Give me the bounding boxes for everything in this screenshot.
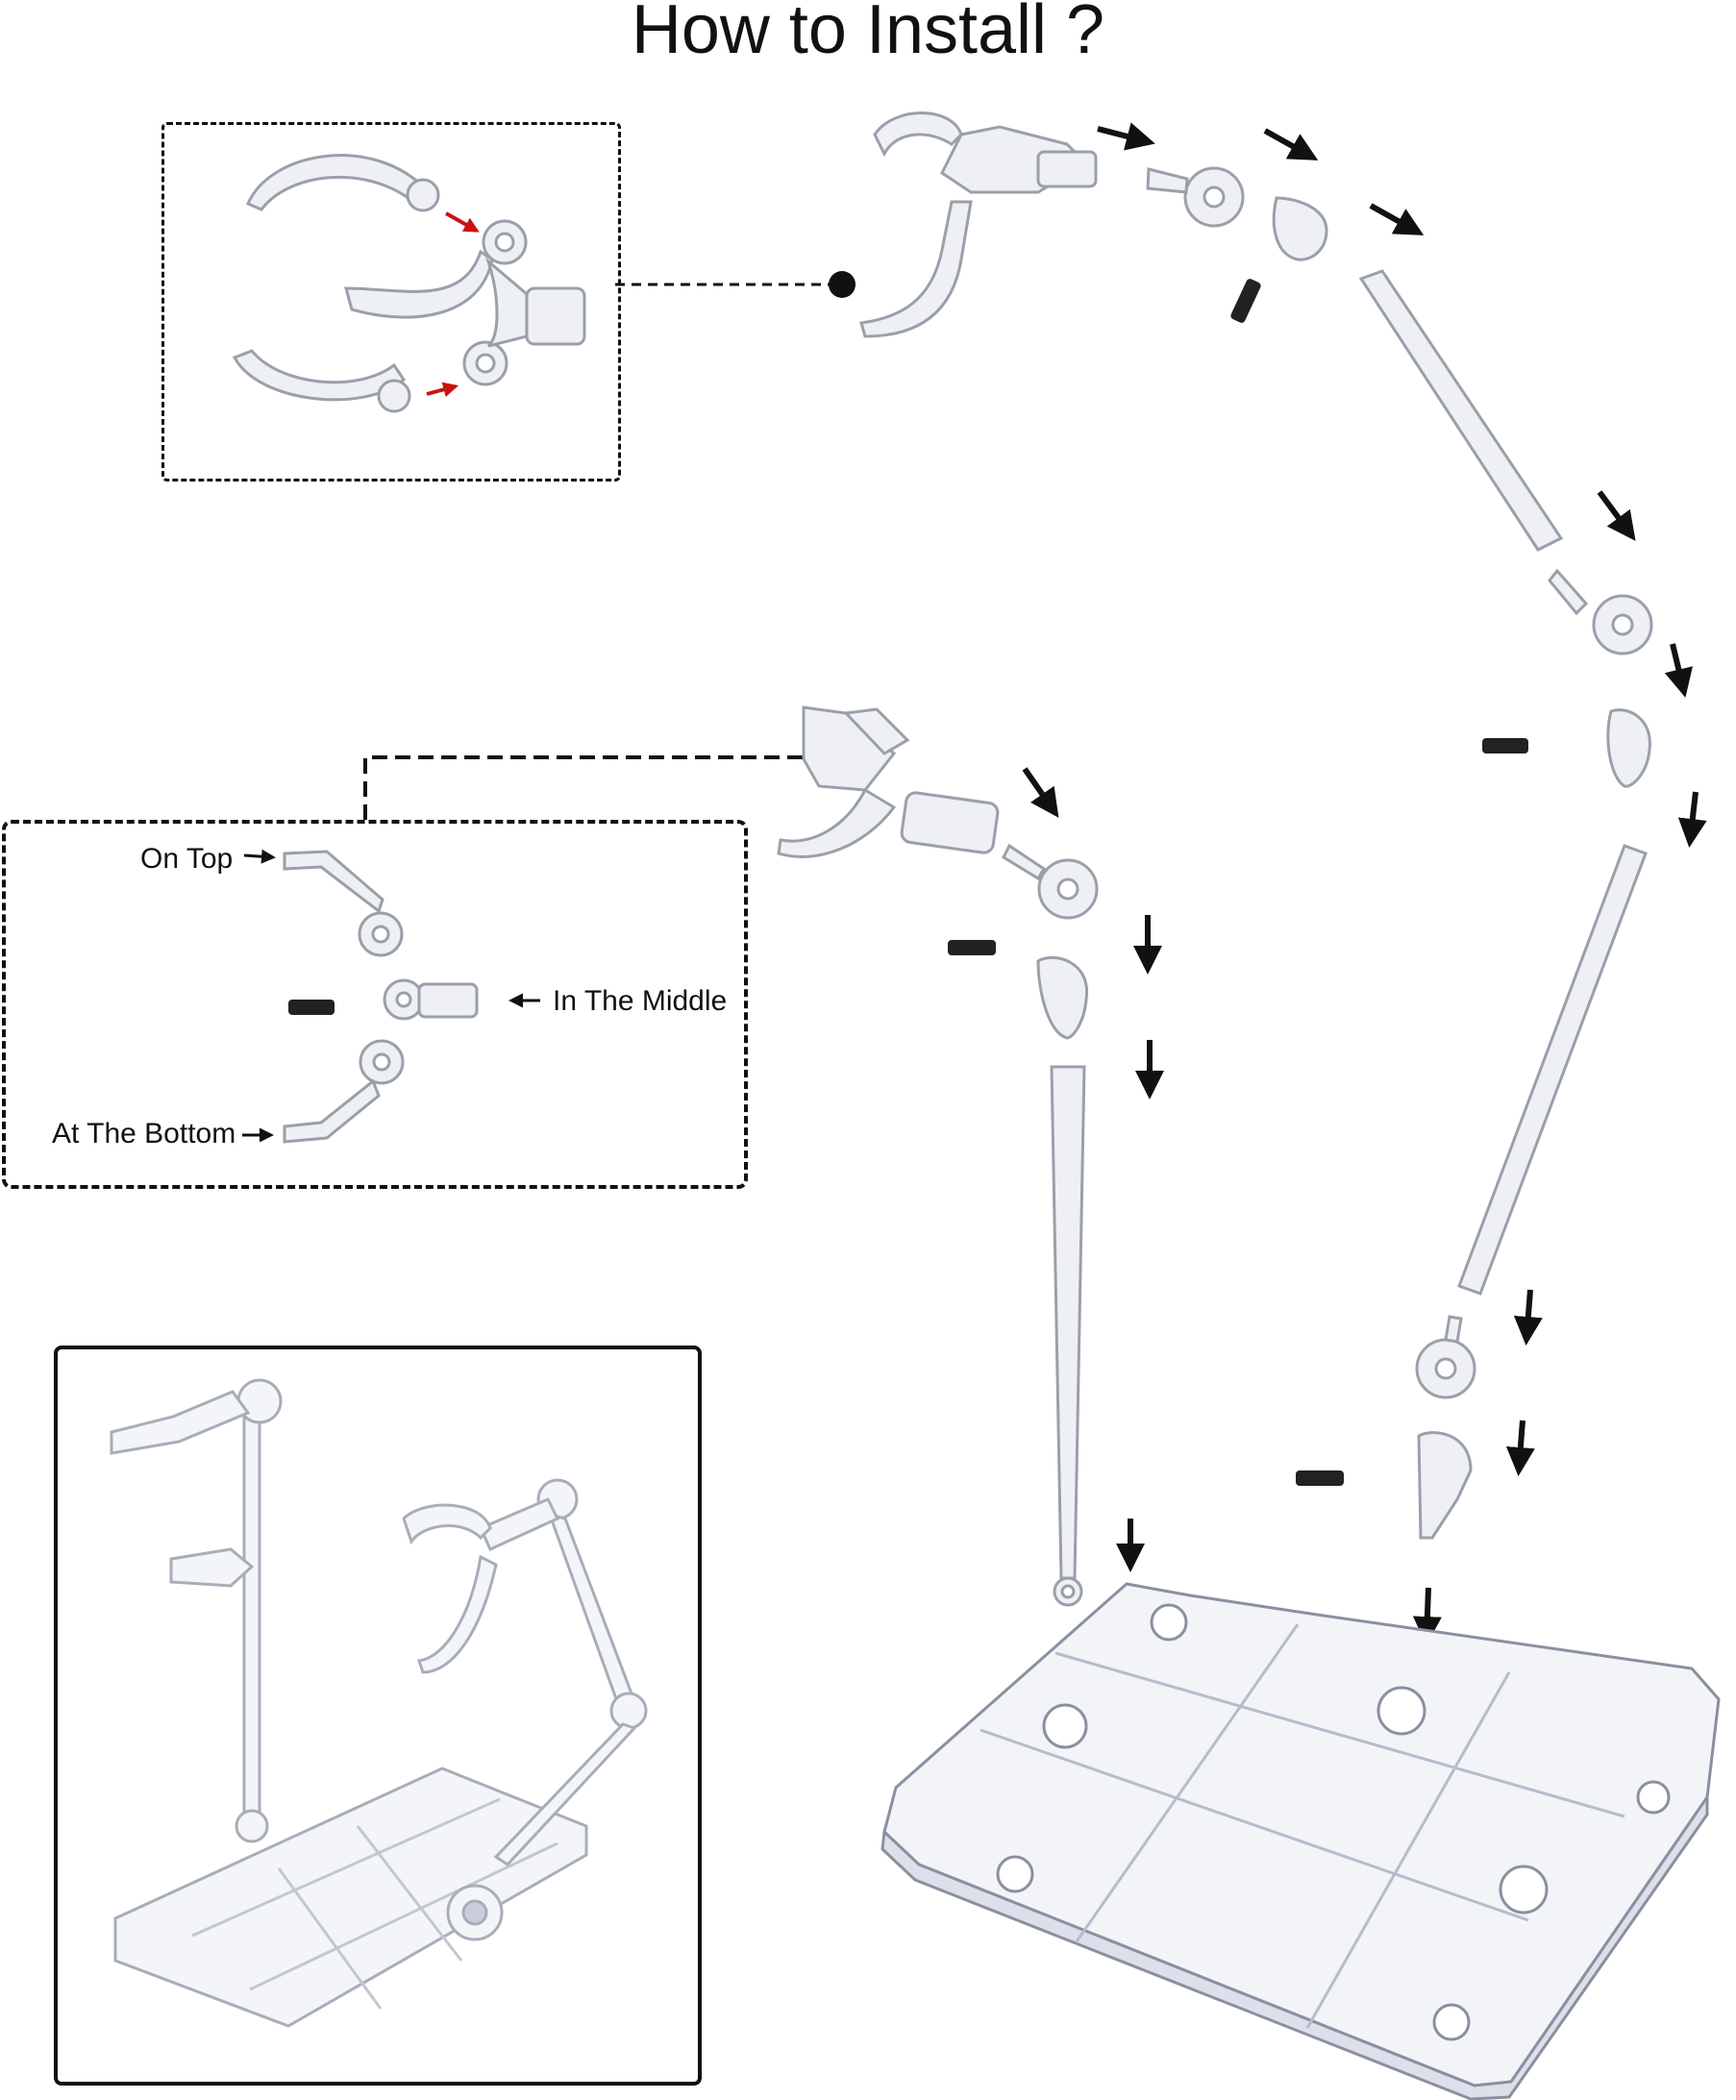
label-on-top: On Top — [140, 843, 234, 875]
middle-box-parts — [283, 850, 479, 1144]
arm-assembly-detail-box — [2, 820, 748, 1189]
screw-icon — [948, 940, 996, 955]
label-at-the-bottom: At The Bottom — [52, 1118, 236, 1149]
top-claw — [859, 111, 1098, 338]
assembled-stand-preview-box — [54, 1346, 702, 2086]
top-chain-parts — [1146, 166, 1653, 1540]
assembled-stand-illustration — [110, 1378, 648, 2028]
side-claw — [777, 705, 1099, 1607]
screw-icon — [1296, 1470, 1344, 1486]
claw-assembly-detail-box — [161, 122, 621, 482]
label-in-the-middle: In The Middle — [553, 985, 728, 1017]
assembly-arrows — [1022, 122, 1707, 1645]
connector-top — [615, 271, 856, 298]
base-plate — [880, 1582, 1721, 2100]
page-title: How to Install ? — [631, 0, 1105, 68]
connector-middle — [363, 744, 856, 820]
screw-icon — [1482, 738, 1528, 754]
top-box-parts — [232, 154, 586, 413]
screw-icon — [1230, 279, 1261, 323]
screw-icon — [288, 1000, 335, 1015]
